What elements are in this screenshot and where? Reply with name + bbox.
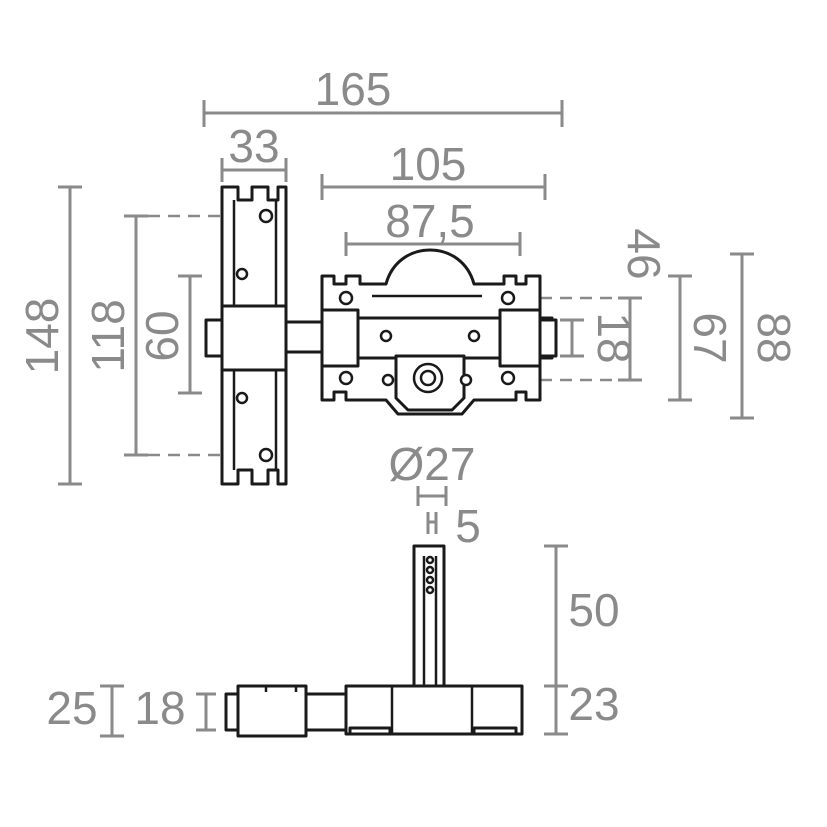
dim-label-25: 25 [46,682,97,734]
dim-label-118: 118 [82,299,134,372]
dim-hole-spacing: 87,5 [344,195,522,256]
dim-label-18-bottom: 18 [134,682,185,734]
dim-pin-width: 5 [416,486,481,552]
dim-base-depth: 23 [544,678,620,736]
screw-hole-lower [235,391,249,405]
dim-plate-inner-spacing: 60 [136,274,202,395]
dim-body-small: 46 [540,228,670,382]
dim-label-diameter-27: Ø27 [389,438,476,490]
screw-hole-upper [235,267,249,281]
dim-label-87-5: 87,5 [385,195,475,247]
dim-pin-length: 50 [544,544,620,688]
dim-label-105: 105 [390,138,467,190]
dim-label-50: 50 [568,584,619,636]
mounting-plate [204,185,324,486]
screw-hole-top [258,208,274,224]
screw-hole-bottom [258,447,274,463]
dim-plate-depth: 25 [46,682,124,738]
lock-body [320,248,558,416]
dim-label-33: 33 [228,120,279,172]
dim-label-5: 5 [455,500,481,552]
dim-label-23: 23 [568,678,619,730]
cylinder-inner [419,369,437,387]
side-view [224,544,524,738]
dim-label-60: 60 [136,310,188,361]
dim-bolt-depth: 18 [134,682,216,734]
dim-label-148: 148 [16,298,68,375]
dim-body-width: 105 [320,138,547,200]
dim-total-height: 148 [16,185,82,486]
dim-bolt-height: 18 [560,312,640,364]
dim-body-mid: 67 [668,274,736,402]
dim-label-67: 67 [684,312,736,363]
dim-label-165: 165 [315,63,392,115]
dim-total-width: 165 [202,63,564,127]
dim-plate-hole-spacing: 118 [82,214,262,457]
dim-label-46: 46 [618,228,670,279]
dim-label-18-right: 18 [588,312,640,363]
dim-body-height: 88 [730,252,800,420]
dim-label-88: 88 [748,312,800,363]
dim-plate-width: 33 [220,120,288,182]
